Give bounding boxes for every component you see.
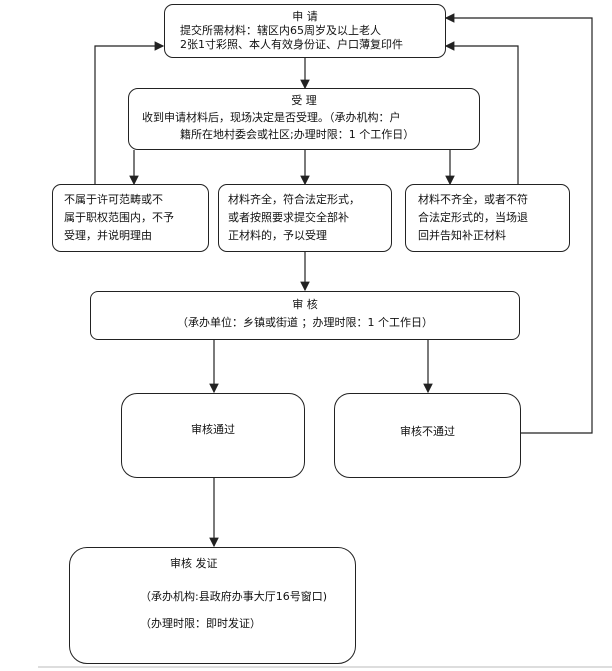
branch-mid-line3: 正材料的，予以受理 [228,229,327,242]
accept-line1: 收到申请材料后，现场决定是否受理。（承办机构：户 [142,111,401,124]
branch-left-line1: 不属于许可范畴或不 [64,193,163,206]
branch-right-line2: 合法定形式的，当场退 [418,211,528,224]
loop-fail-to-apply [444,13,593,434]
issue-line2: （办理时限：即时发证） [140,617,261,630]
branch-mid-line1: 材料齐全，符合法定形式， [228,193,360,206]
review-line1: （承办单位：乡镇或街道 ；办理时限：1 个工作日） [177,316,433,329]
issue-line1: （承办机构:县政府办事大厅16号窗口) [140,590,327,603]
branch-right-box [405,184,570,252]
branch-right-line3: 回并告知补正材料 [418,229,506,242]
pass-box [121,393,305,478]
pass-label: 审核通过 [191,423,235,436]
fail-box [334,393,521,478]
issue-box [69,547,356,664]
branch-left-line3: 受理，并说明理由 [64,229,152,242]
accept-box [128,88,480,150]
fail-label: 审核不通过 [400,425,455,438]
loop-left-to-apply [94,41,165,186]
review-title: 审 核 [292,298,318,311]
branch-left-line2: 属于职权范围内，不予 [64,211,174,224]
apply-line2: 2张1寸彩照、本人有效身份证、户口薄复印件 [180,38,403,51]
loop-right-to-apply [444,41,519,186]
branch-right-line1: 材料不齐全，或者不符 [418,193,528,206]
apply-title: 申 请 [292,10,318,23]
apply-box [164,4,446,58]
apply-line1: 提交所需材料：辖区内65周岁及以上老人 [180,24,381,37]
accept-line2: 籍所在地村委会或社区;办理时限：1 个工作日） [180,128,415,141]
issue-title: 审核 发证 [170,557,218,570]
branch-left-box [52,184,209,252]
review-box [90,291,520,340]
accept-title: 受 理 [291,94,317,107]
branch-mid-box [218,184,392,252]
branch-mid-line2: 或者按照要求提交全部补 [228,211,349,224]
